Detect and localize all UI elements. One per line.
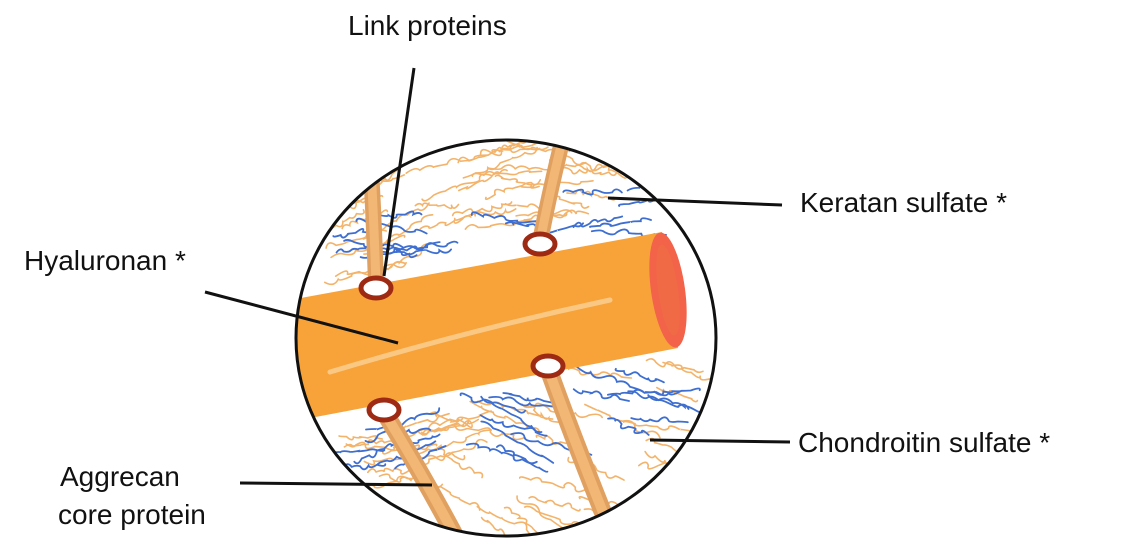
link-protein-1 bbox=[361, 278, 391, 298]
chondroitin-sulfate-strand bbox=[306, 166, 365, 198]
chondroitin-sulfate-strand bbox=[678, 472, 726, 489]
label-link-proteins: Link proteins bbox=[348, 10, 507, 41]
leader-line-chondroitin-sulfate bbox=[650, 440, 790, 442]
chondroitin-sulfate-strand bbox=[669, 470, 737, 489]
chondroitin-sulfate-strand bbox=[686, 491, 763, 497]
link-protein-2 bbox=[525, 234, 555, 254]
label-keratan-sulfate: Keratan sulfate * bbox=[800, 187, 1007, 218]
label-chondroitin-sulfate: Chondroitin sulfate * bbox=[798, 427, 1050, 458]
leader-line-aggrecan bbox=[240, 483, 432, 485]
label-hyaluronan: Hyaluronan * bbox=[24, 245, 186, 276]
link-protein-3 bbox=[369, 400, 399, 420]
keratan-sulfate-strand bbox=[628, 174, 698, 191]
magnified-view bbox=[280, 126, 763, 541]
chondroitin-sulfate-strand bbox=[308, 195, 355, 205]
chondroitin-sulfate-strand bbox=[672, 485, 715, 489]
chondroitin-sulfate-strand bbox=[420, 126, 459, 145]
label-aggrecan-line2: core protein bbox=[58, 499, 206, 530]
link-protein-4 bbox=[533, 356, 563, 376]
label-aggrecan-line1: Aggrecan bbox=[60, 461, 180, 492]
